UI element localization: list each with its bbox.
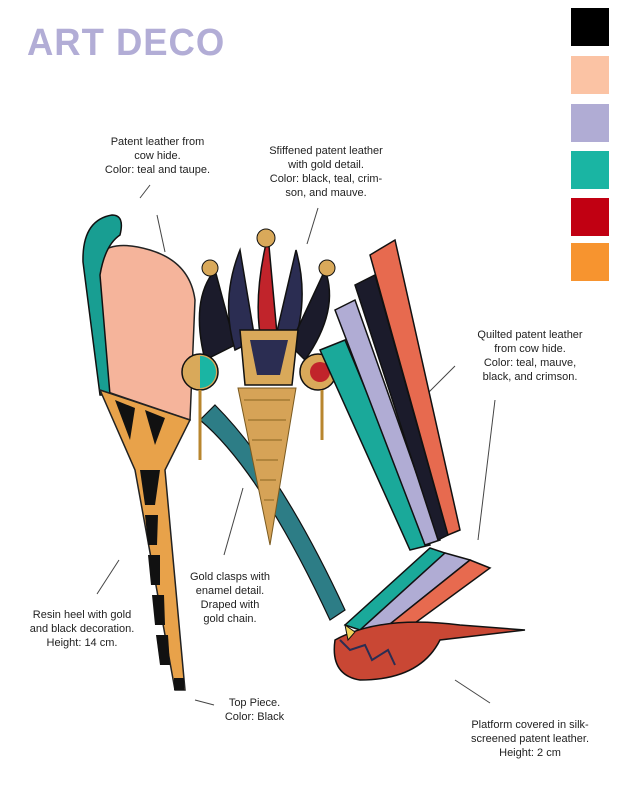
gold-chain xyxy=(237,387,297,546)
color-swatch-black xyxy=(571,8,609,46)
resin-heel xyxy=(98,388,192,691)
annotation-quilted-patent: Quilted patent leather from cow hide. Co… xyxy=(477,329,583,383)
annotation-gold-clasps: Gold clasps with enamel detail. Draped w… xyxy=(189,571,271,625)
annotation-stiffened-patent: Sfiffened patent leather with gold detai… xyxy=(269,145,383,199)
page-title: ART DECO xyxy=(27,22,226,64)
stiffened-fan xyxy=(198,234,331,362)
annotation-platform: Platform covered in silk- screened paten… xyxy=(470,719,590,759)
annotation-top-piece: Top Piece. Color: Black xyxy=(224,697,285,723)
annotation-resin-heel: Resin heel with gold and black decoratio… xyxy=(29,609,135,649)
annotation-patent-leather: Patent leather from cow hide. Color: tea… xyxy=(104,136,211,176)
color-swatch-lavender xyxy=(571,104,609,142)
toe-straps xyxy=(343,547,492,635)
color-swatch-peach xyxy=(571,56,609,94)
color-swatch-orange xyxy=(571,243,609,281)
quilted-straps xyxy=(318,238,461,551)
color-swatch-crimson xyxy=(571,198,609,236)
top-piece xyxy=(174,678,184,690)
heel-back-strap xyxy=(82,214,123,396)
chain-links xyxy=(244,399,290,501)
leader-lines xyxy=(96,184,496,706)
platform xyxy=(333,621,526,681)
heel-decoration xyxy=(115,400,170,665)
color-swatch-teal xyxy=(571,151,609,189)
